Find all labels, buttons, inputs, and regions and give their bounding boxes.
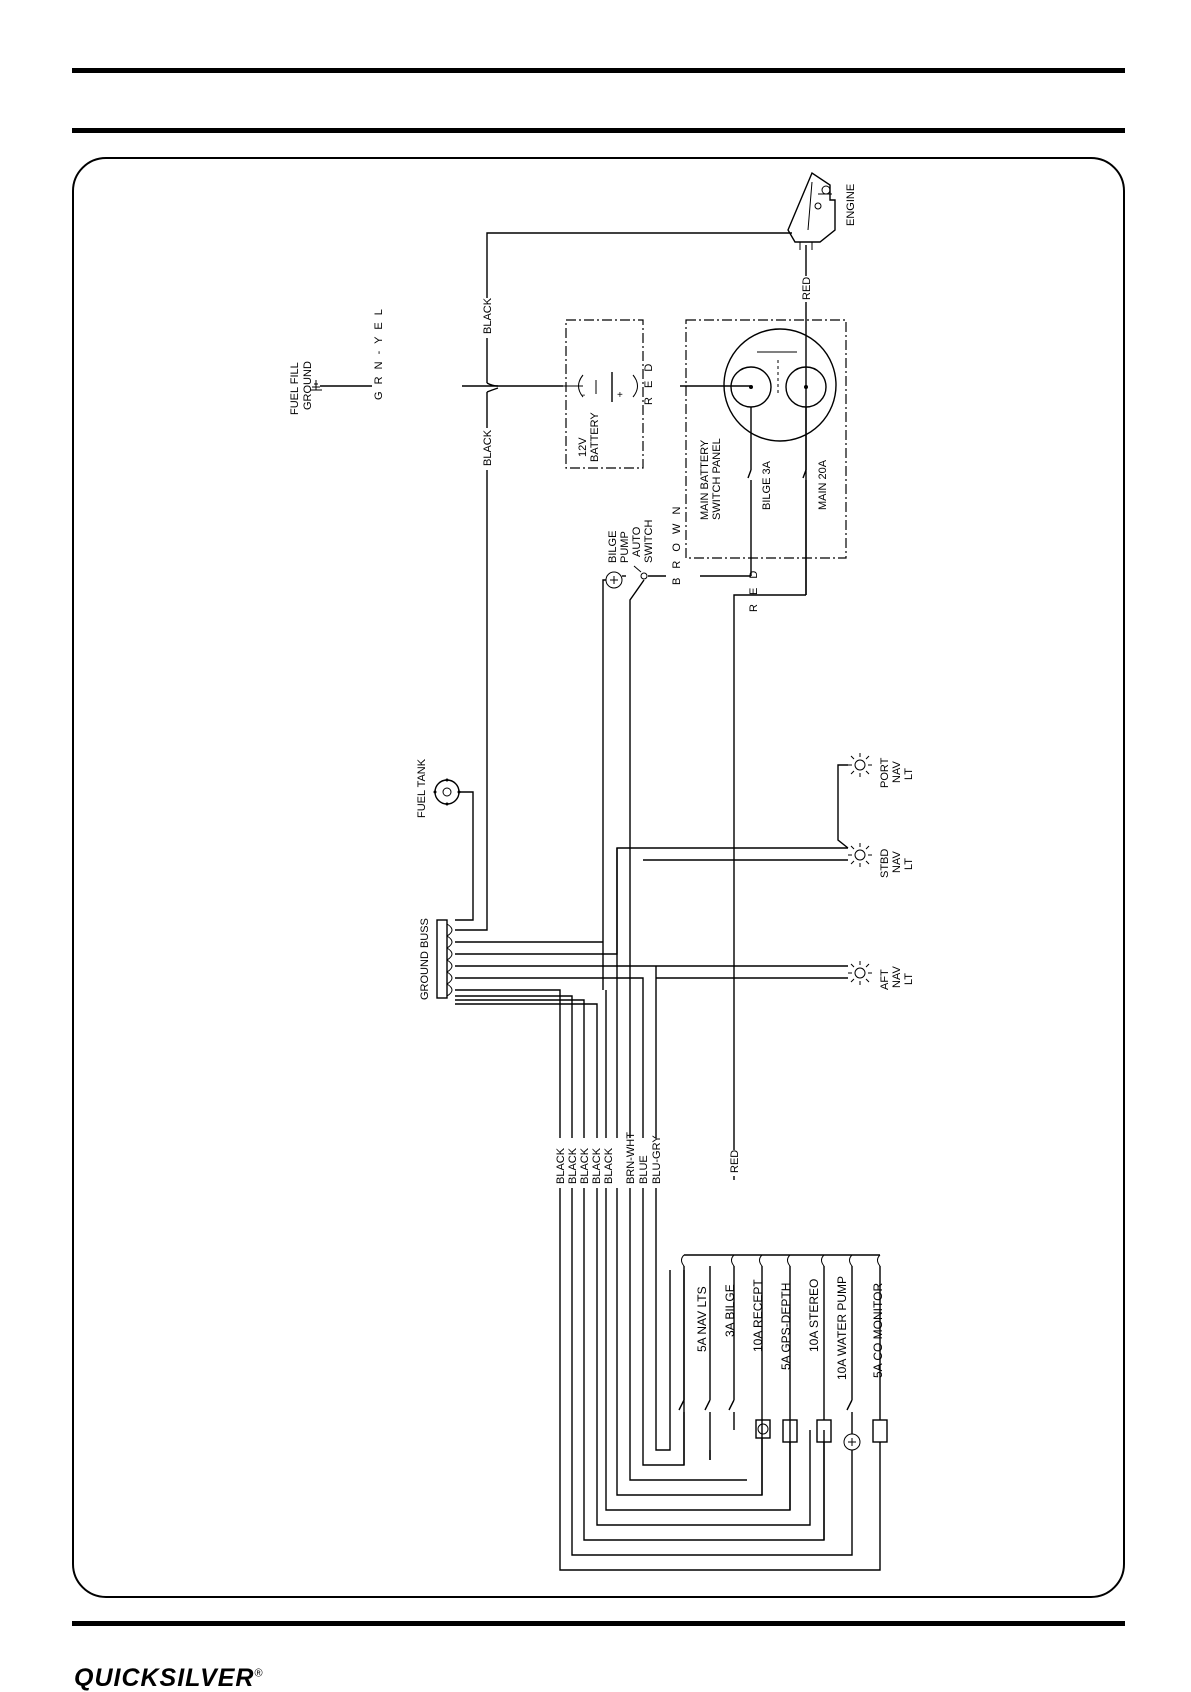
circuit-label-bilge: 3A BILGE <box>723 1284 737 1337</box>
ground-buss-terminals <box>446 923 453 997</box>
co-monitor-load-icon <box>872 1419 888 1443</box>
red-wire-label-engine: RED <box>801 277 813 300</box>
aft-nav-label: AFT <box>879 969 891 990</box>
svg-text:MAIN BATTERY: MAIN BATTERY <box>699 439 711 520</box>
black-bundle-label-4: BLACK <box>591 1147 603 1184</box>
engine-ground-wire <box>486 232 792 383</box>
main-20a-label: MAIN 20A <box>817 459 829 510</box>
red-spaced-label-2: R E D <box>748 568 760 612</box>
battery-icon <box>563 372 638 402</box>
water-pump-icon <box>843 1433 861 1451</box>
fuel-fill-ground-label: GROUND <box>302 361 314 410</box>
switch-panel-label: MAIN BATTERY <box>699 439 711 520</box>
ground-buss-label: GROUND BUSS <box>419 918 431 1000</box>
blue-label: BLUE <box>638 1155 650 1184</box>
svg-text:NAV: NAV <box>891 851 903 873</box>
circuit-label-gps-depth: 5A GPS-DEPTH <box>779 1283 793 1370</box>
engine-icon <box>787 171 836 250</box>
stbd-nav-label-2: NAV <box>891 851 903 873</box>
svg-text:NAV: NAV <box>891 761 903 783</box>
header-rule-bottom <box>72 128 1125 133</box>
fuel-tank-label: FUEL TANK <box>416 758 428 818</box>
stbd-nav-light-icon <box>848 843 872 867</box>
black-bundle-label-2: BLACK <box>567 1147 579 1184</box>
switch-panel-box <box>685 319 847 559</box>
stbd-nav-label: STBD <box>879 849 891 878</box>
footer-rule <box>72 1621 1125 1626</box>
switch-label: SWITCH <box>643 520 655 563</box>
svg-text:GROUND: GROUND <box>302 361 314 410</box>
svg-text:LT: LT <box>903 768 915 780</box>
red-wire-label-lower: RED <box>729 1150 741 1173</box>
auto-label: AUTO <box>631 526 643 557</box>
aft-nav-label-2: NAV <box>891 966 903 988</box>
svg-text:STBD: STBD <box>879 849 891 878</box>
red-spaced-label: R E D <box>643 361 655 405</box>
svg-text:SWITCH: SWITCH <box>643 520 655 563</box>
bilge-3a-label: BILGE 3A <box>761 460 773 510</box>
svg-text:AUTO: AUTO <box>631 526 643 557</box>
port-nav-label: PORT <box>879 757 891 788</box>
circuit-label-water-pump: 10A WATER PUMP <box>835 1276 849 1380</box>
engine-label: ENGINE <box>845 184 857 226</box>
black-wire-label-lower: BLACK <box>482 429 494 466</box>
port-nav-label-2: NAV <box>891 761 903 783</box>
fuel-tank-wire <box>455 791 474 921</box>
svg-text:+: + <box>617 390 623 401</box>
battery-label: BATTERY <box>589 412 601 462</box>
circuit-label-nav-lts: 5A NAV LTS <box>695 1286 709 1352</box>
stbd-nav-label-3: LT <box>903 858 915 870</box>
port-nav-label-3: LT <box>903 768 915 780</box>
switch-dial <box>723 328 837 442</box>
grn-yel-label: G R N - Y E L <box>373 307 385 400</box>
ground-icon <box>310 380 322 391</box>
auto-switch-icon <box>633 565 648 580</box>
red-feed-wire <box>733 594 806 600</box>
black-bundle-label-5: BLACK <box>603 1147 615 1184</box>
svg-text:NAV: NAV <box>891 966 903 988</box>
black-bundle-label-1: BLACK <box>555 1147 567 1184</box>
battery-box <box>565 319 644 469</box>
bilge-pump-label-2: PUMP <box>619 531 631 563</box>
svg-text:LT: LT <box>903 858 915 870</box>
circuit-label-stereo: 10A STEREO <box>807 1279 821 1352</box>
diagram-frame <box>72 157 1125 1598</box>
aft-nav-label-3: LT <box>903 973 915 985</box>
svg-text:PUMP: PUMP <box>619 531 631 563</box>
fuse-icons <box>681 1254 881 1267</box>
blu-gry-label: BLU-GRY <box>651 1135 663 1184</box>
brn-wht-label: BRN-WHT <box>625 1132 637 1184</box>
bilge-pump-icon <box>605 571 623 589</box>
black-wire-label-upper: BLACK <box>482 297 494 334</box>
svg-text:BILGE: BILGE <box>607 531 619 563</box>
switch-panel-label-2: SWITCH PANEL <box>711 438 723 520</box>
recept-icon <box>755 1419 771 1439</box>
ground-buss-bar <box>436 919 448 999</box>
port-nav-light-icon <box>848 753 872 777</box>
battery-voltage-label: 12V <box>577 437 589 457</box>
circuit-label-recept: 10A RECEPT <box>751 1279 765 1352</box>
svg-text:12V: 12V <box>577 437 589 457</box>
fuel-tank-icon <box>433 778 461 806</box>
svg-text:SWITCH PANEL: SWITCH PANEL <box>711 438 723 520</box>
brown-wire-label: B R O W N <box>671 504 683 585</box>
black-bundle-label-3: BLACK <box>579 1147 591 1184</box>
svg-text:BATTERY: BATTERY <box>589 412 601 462</box>
bilge-pump-auto-wire <box>629 579 645 1180</box>
bilge-pump-ground-wire <box>602 579 606 990</box>
fuel-fill-label: FUEL FILL <box>289 362 301 415</box>
svg-text:-: - <box>582 390 585 401</box>
svg-text:FUEL FILL: FUEL FILL <box>289 362 301 415</box>
bilge-pump-label: BILGE <box>607 531 619 563</box>
svg-text:LT: LT <box>903 973 915 985</box>
header-rule-top <box>72 68 1125 73</box>
quicksilver-logo: QUICKSILVER® <box>74 1664 264 1692</box>
circuit-label-co-monitor: 5A CO MONITOR <box>871 1283 885 1378</box>
aft-nav-light-icon <box>848 961 872 985</box>
svg-text:AFT: AFT <box>879 969 891 990</box>
battery-black-wire <box>455 392 488 931</box>
circuit-switches <box>678 1270 853 1460</box>
svg-text:PORT: PORT <box>879 757 891 788</box>
